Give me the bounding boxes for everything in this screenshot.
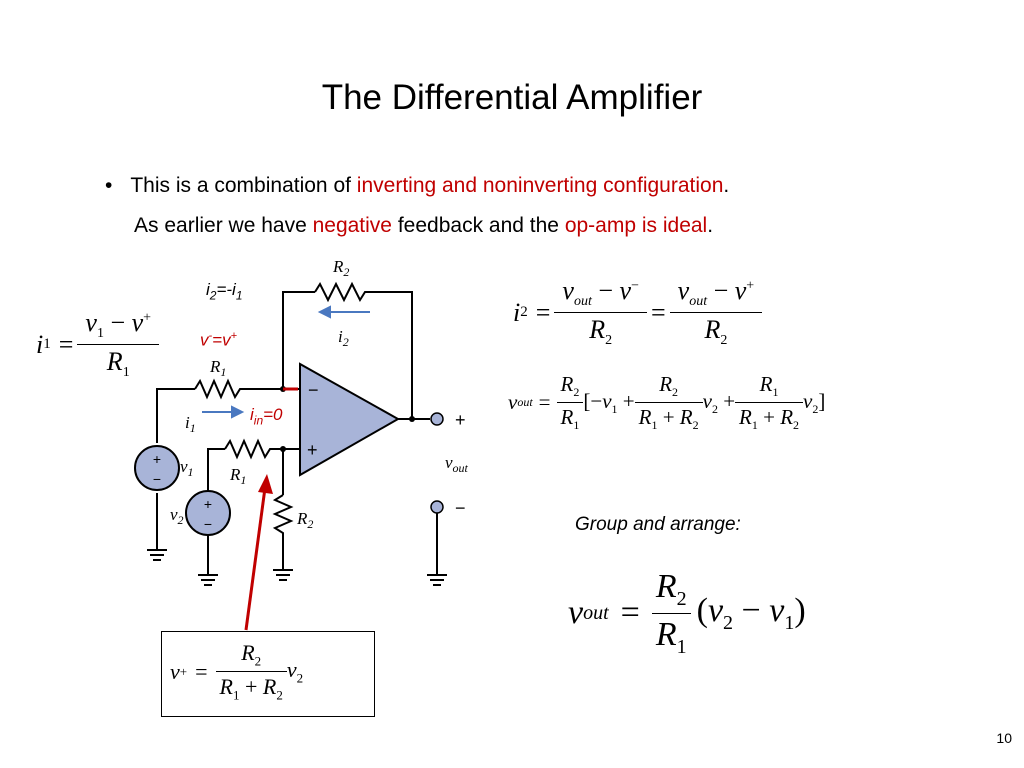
r2-bottom-label: R bbox=[296, 509, 308, 528]
bullet2-pre: As earlier we have bbox=[134, 214, 313, 237]
bullet2-post: . bbox=[707, 214, 714, 237]
slide-title: The Differential Amplifier bbox=[321, 78, 703, 117]
output-terminal-plus bbox=[430, 412, 444, 426]
bullet-text-pre: This is a combination of bbox=[130, 174, 357, 197]
opamp-triangle bbox=[299, 362, 401, 477]
r1-bottom-label: R bbox=[229, 465, 241, 484]
r1-top-label: R bbox=[209, 357, 221, 376]
svg-text:+: + bbox=[204, 496, 212, 512]
svg-text:i1: i1 bbox=[185, 413, 196, 435]
svg-text:i2: i2 bbox=[338, 327, 349, 349]
vminus-eq-vplus-label: v-=v+ bbox=[200, 330, 238, 350]
page-number: 10 bbox=[996, 730, 1012, 746]
v1-label: v bbox=[180, 457, 188, 476]
svg-text:R2: R2 bbox=[332, 257, 349, 279]
svg-text:R1: R1 bbox=[209, 357, 226, 379]
svg-text:+: + bbox=[153, 451, 161, 467]
v2-label: v bbox=[170, 505, 178, 524]
output-terminal-minus bbox=[430, 500, 444, 514]
svg-text:−: − bbox=[204, 516, 212, 532]
svg-text:R2: R2 bbox=[296, 509, 313, 531]
iin-zero-label: iin=0 bbox=[250, 405, 283, 428]
bullet-text-post: . bbox=[723, 174, 730, 197]
bullet2-red-ideal: op-amp is ideal bbox=[564, 214, 708, 237]
vout-label: v bbox=[445, 453, 453, 472]
circuit-diagram: + − + − − + + − R2 i2 R1 i1 R1 v1 v2 R2 … bbox=[134, 257, 469, 586]
vplus-equation-box bbox=[161, 631, 375, 717]
svg-text:v1: v1 bbox=[180, 457, 194, 479]
opamp-minus-sign: − bbox=[308, 380, 319, 400]
i2-label: i bbox=[338, 327, 343, 346]
i1-label: i bbox=[185, 413, 190, 432]
bullet-marker: • bbox=[105, 174, 113, 197]
red-pointer-arrow bbox=[244, 474, 273, 631]
v1-source bbox=[134, 445, 180, 491]
svg-text:R1: R1 bbox=[229, 465, 246, 487]
bullet-line-1: • This is a combination of inverting and … bbox=[105, 174, 729, 198]
v2-source bbox=[185, 490, 231, 536]
bullet2-red-negative: negative bbox=[312, 214, 392, 237]
ground-symbols bbox=[147, 549, 447, 586]
bullet-red-config: inverting and noninverting configuration bbox=[356, 174, 724, 197]
r2-top-label: R bbox=[332, 257, 344, 276]
bullet-line-2: As earlier we have negative feedback and… bbox=[134, 214, 713, 238]
svg-text:−: − bbox=[153, 471, 161, 487]
group-arrange-label: Group and arrange: bbox=[575, 514, 741, 535]
bullet2-mid: feedback and the bbox=[392, 214, 565, 237]
svg-text:vout: vout bbox=[445, 453, 469, 475]
opamp-plus-sign: + bbox=[307, 440, 318, 460]
out-plus-sign: + bbox=[455, 410, 466, 430]
i2-eq-minus-i1-label: i2=-i1 bbox=[206, 280, 243, 303]
out-minus-sign: − bbox=[455, 498, 466, 518]
svg-text:v2: v2 bbox=[170, 505, 184, 527]
